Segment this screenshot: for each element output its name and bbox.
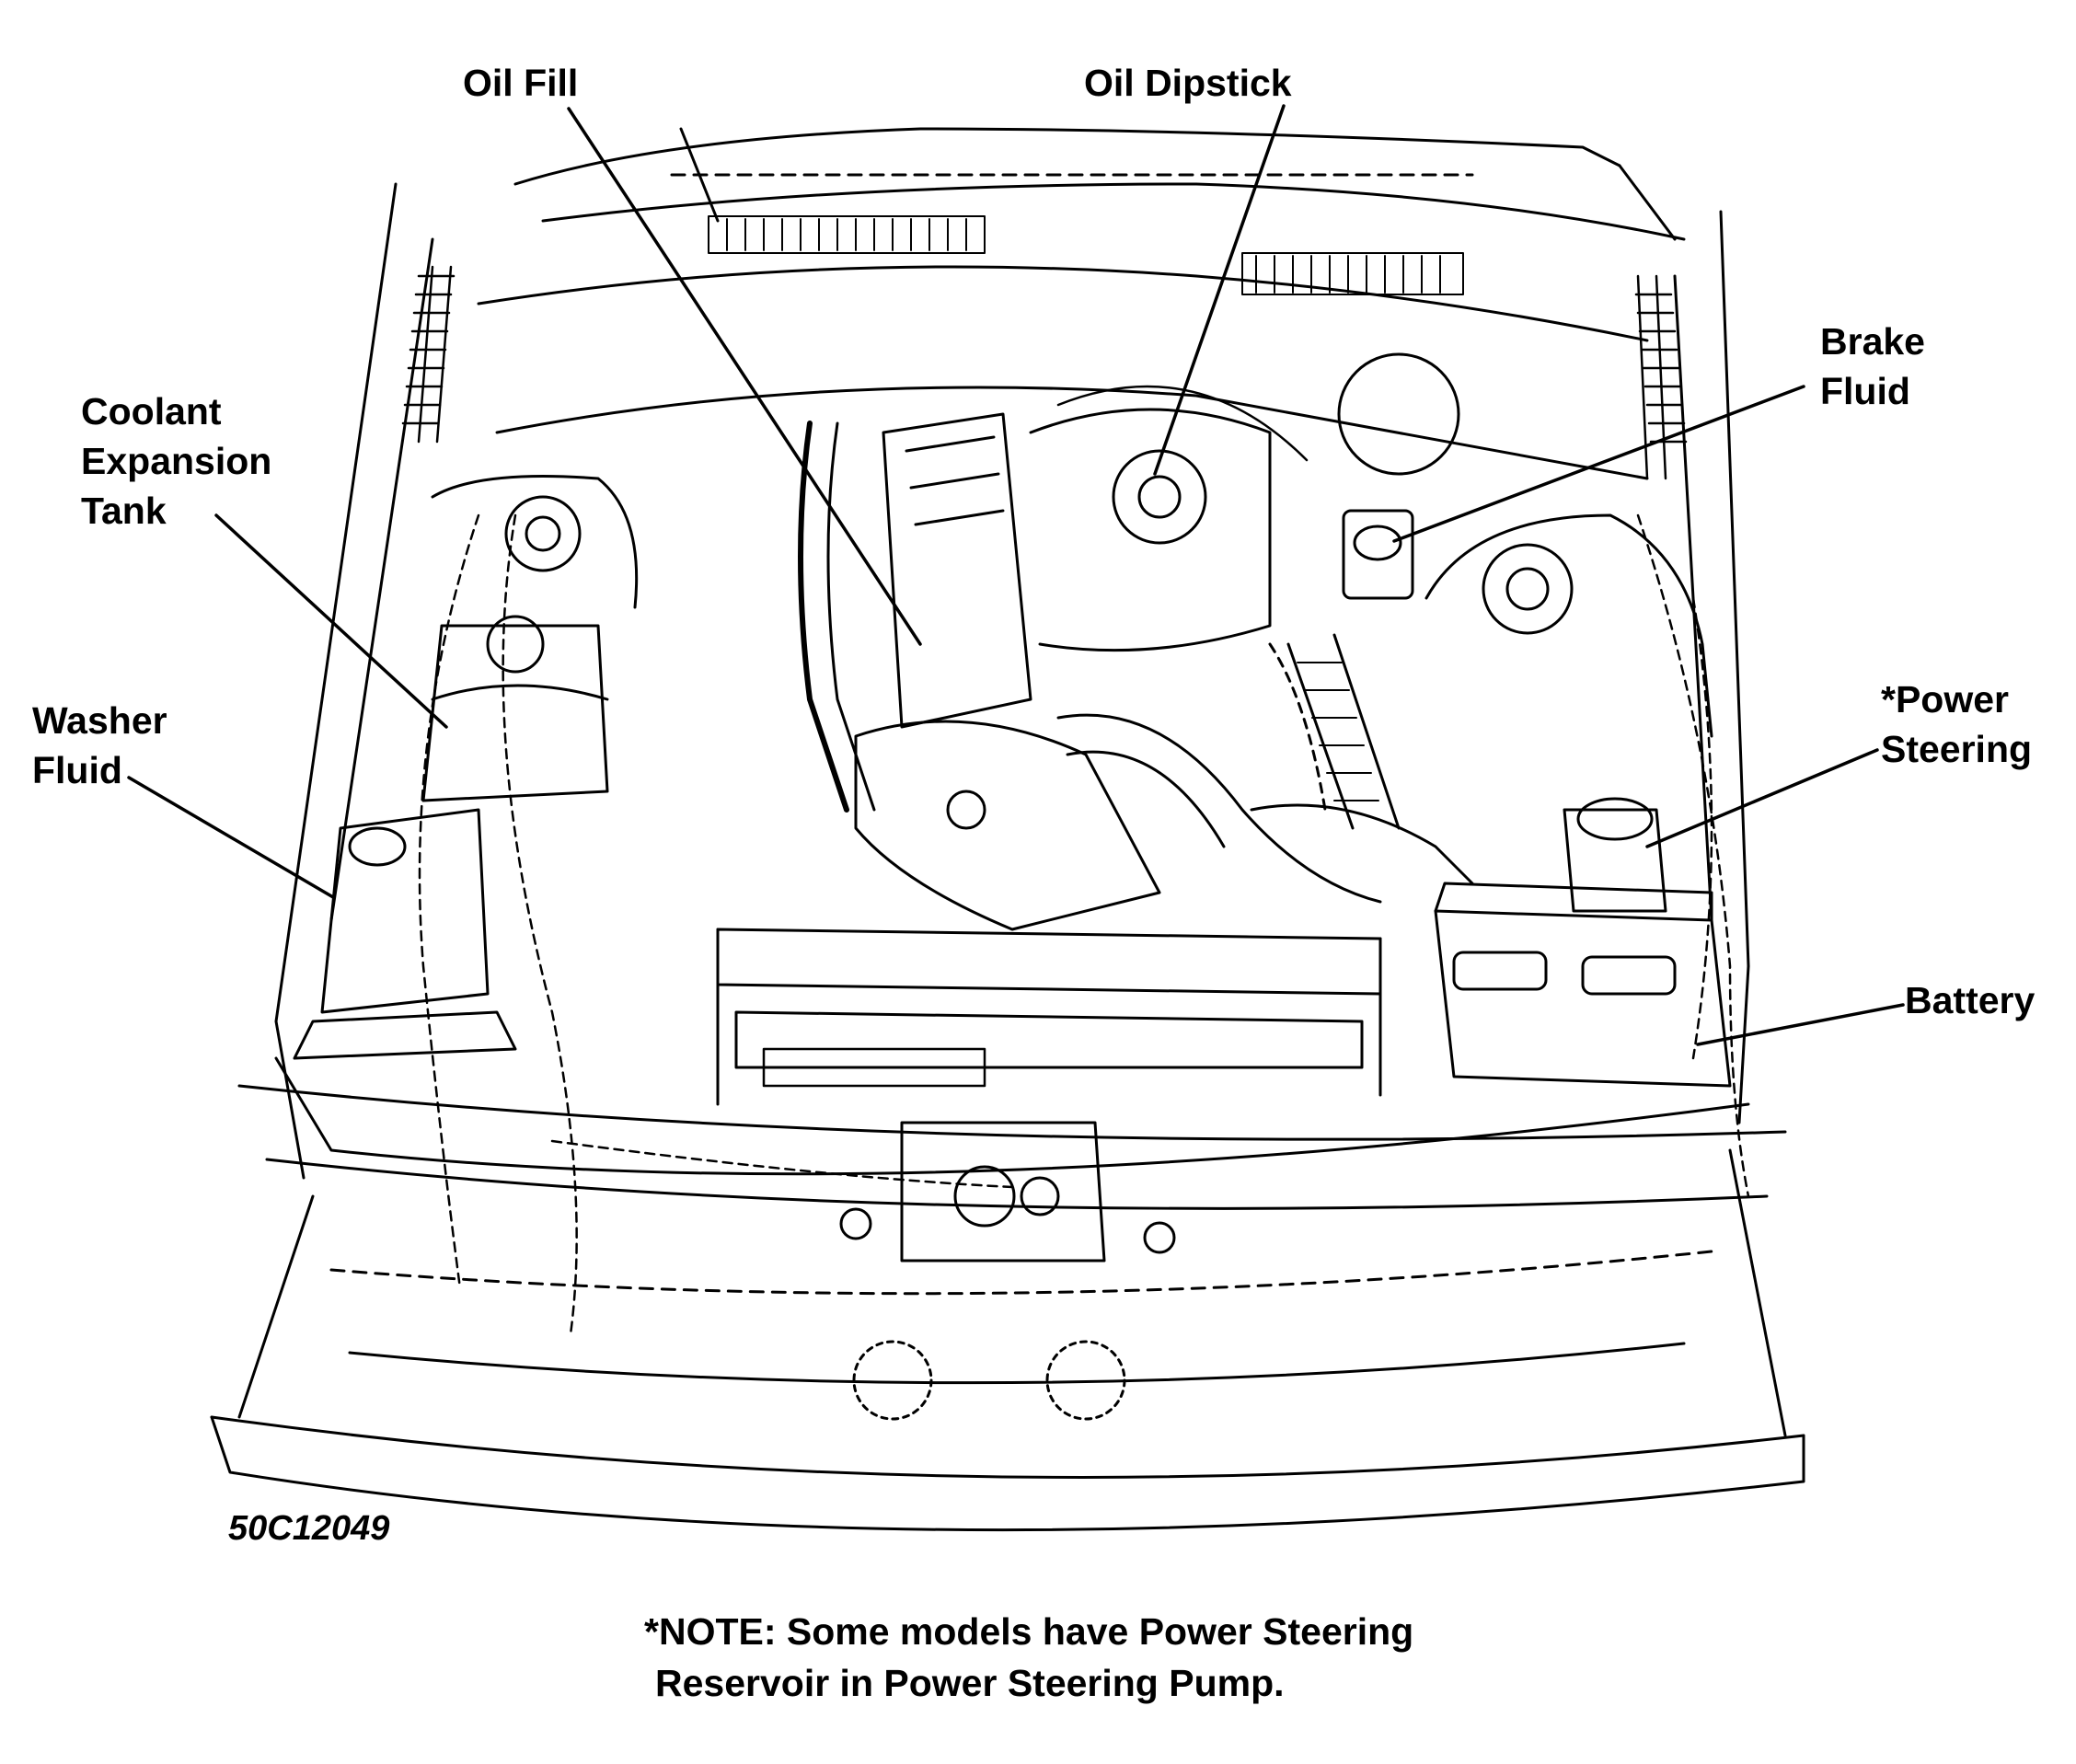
label-power-steering-line-1: *Power	[1881, 678, 2009, 721]
strut-tower-left	[431, 475, 639, 609]
label-power-steering-line-2: Steering	[1881, 728, 2033, 770]
brake-fluid-reservoir	[1337, 352, 1460, 600]
body-outline	[210, 182, 1805, 1532]
label-washer-fluid: Washer Fluid	[32, 696, 167, 795]
strut-tower-right	[1424, 513, 1713, 738]
label-battery: Battery	[1905, 979, 2036, 1021]
leader-brake-fluid	[1392, 385, 1805, 543]
label-power-steering: *Power Steering	[1881, 674, 2032, 774]
label-oil-dipstick: Oil Dipstick	[1084, 62, 1292, 104]
label-brake-fluid-line-2: Fluid	[1820, 370, 1910, 412]
intake-hoses	[1056, 642, 1474, 904]
wiring-harness	[418, 513, 1750, 1336]
leader-oil-fill	[567, 107, 922, 646]
label-washer-line-1: Washer	[32, 699, 167, 742]
label-coolant-line-2: Expansion	[81, 440, 272, 482]
coolant-expansion-tank	[421, 615, 609, 802]
radiator-support	[716, 928, 1382, 1106]
front-crossmember	[237, 1084, 1787, 1262]
label-coolant-line-3: Tank	[81, 490, 167, 532]
label-brake-fluid-line-1: Brake	[1820, 320, 1925, 363]
leader-oil-dipstick	[1153, 104, 1286, 476]
cowl-vents	[708, 215, 1464, 295]
label-brake-fluid: Brake Fluid	[1820, 317, 1925, 416]
firewall	[477, 265, 1649, 480]
label-washer-line-2: Fluid	[32, 749, 122, 791]
label-coolant-expansion-tank: Coolant Expansion Tank	[81, 386, 271, 536]
footnote: *NOTE: Some models have Power Steering R…	[644, 1606, 1413, 1709]
washer-fluid-reservoir	[293, 808, 517, 1060]
label-coolant-line-1: Coolant	[81, 390, 222, 432]
hood-spring-left	[401, 265, 456, 444]
battery	[1434, 882, 1732, 1088]
engine-block	[798, 385, 1309, 931]
leader-power-steering	[1645, 748, 1879, 848]
figure-code: 50C12049	[228, 1509, 390, 1548]
footnote-line-2: Reservoir in Power Steering Pump.	[655, 1662, 1285, 1704]
leader-lines	[127, 104, 1905, 1046]
leader-washer-fluid	[127, 776, 335, 899]
leader-battery	[1696, 1003, 1905, 1046]
air-intake-duct	[1286, 633, 1401, 830]
leader-coolant-tank	[214, 513, 448, 729]
footnote-line-1: *NOTE: Some models have Power Steering	[644, 1610, 1414, 1653]
label-oil-fill: Oil Fill	[463, 62, 579, 104]
hood-outline	[513, 127, 1686, 241]
horns	[852, 1340, 1126, 1421]
power-steering-reservoir	[1563, 797, 1667, 913]
